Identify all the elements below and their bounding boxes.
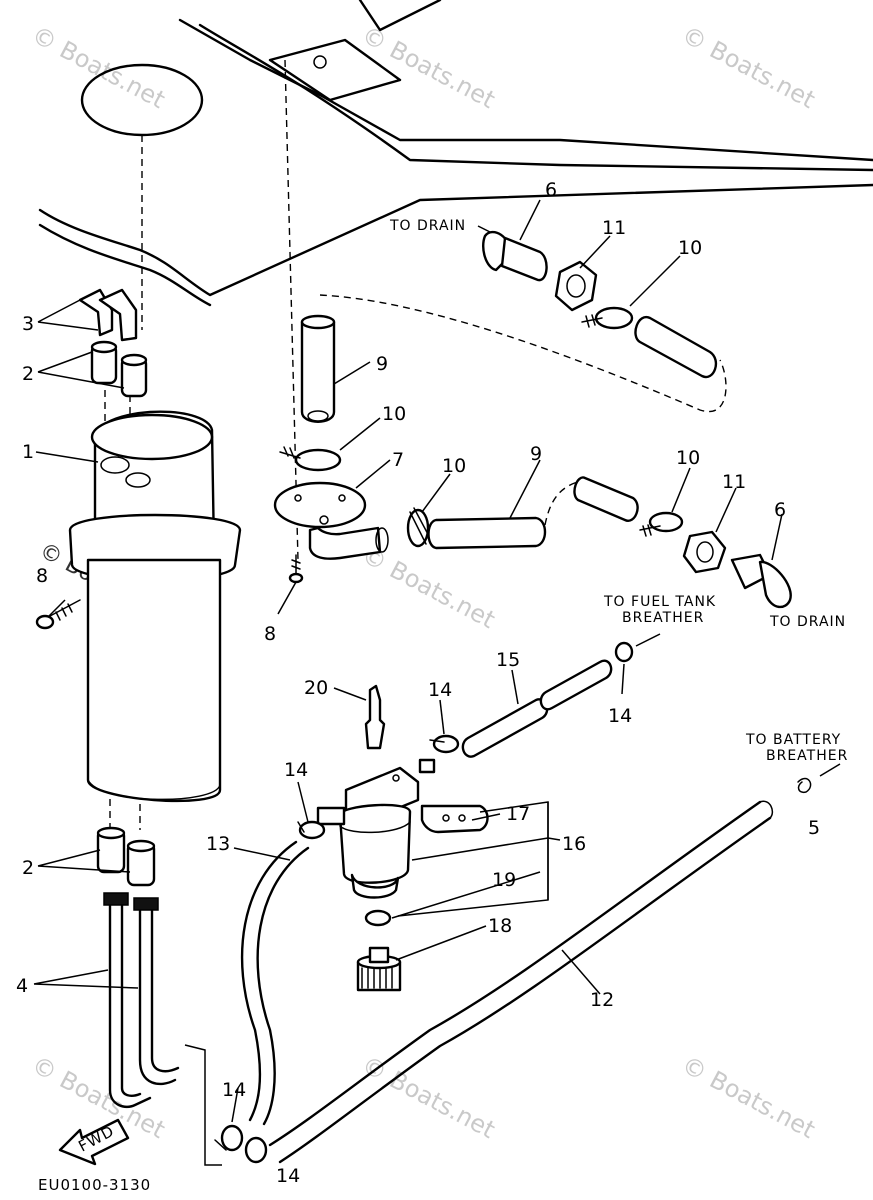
callout-20: 20 (304, 677, 328, 699)
nut-11-top (554, 260, 598, 312)
note-fuel-tank-breather-2: BREATHER (622, 610, 704, 626)
callout-13: 13 (206, 833, 230, 855)
note-fuel-tank-breather-1: TO FUEL TANK (603, 594, 716, 610)
callout-8: 8 (36, 565, 48, 587)
callout-10: 10 (382, 403, 406, 425)
fitting-6-right (730, 553, 792, 609)
note-battery-breather-2: BREATHER (766, 748, 848, 764)
watermark: © Boats.net (357, 541, 499, 634)
elbow-fitting (308, 526, 389, 560)
callout-2: 2 (22, 857, 34, 879)
tubes-4 (103, 892, 222, 1166)
elbow-hoses-3 (78, 288, 138, 342)
watermark: © Boats.net (357, 21, 499, 114)
clamp-14-b (614, 633, 661, 663)
callout-10: 10 (678, 237, 702, 259)
callout-14: 14 (608, 705, 632, 727)
clamp-14-e (244, 1136, 268, 1164)
clamp-10-d (581, 306, 634, 330)
cap-18 (356, 946, 402, 992)
callout-8: 8 (264, 623, 276, 645)
grommets-2-bottom (96, 826, 156, 887)
canister-1 (68, 410, 242, 803)
hull-deck (38, 0, 873, 307)
callout-17: 17 (506, 803, 530, 825)
callout-5: 5 (808, 817, 820, 839)
clamp-10-b (406, 507, 431, 548)
filter-assembly-16 (316, 758, 489, 899)
hose-15 (461, 659, 613, 758)
fwd-arrow: FWD (58, 1118, 130, 1166)
plate-7 (273, 481, 367, 529)
o-ring-19 (364, 909, 392, 927)
callout-14: 14 (428, 679, 452, 701)
drawing-code: EU0100-3130 (38, 1176, 151, 1194)
fitting-20 (364, 684, 386, 750)
watermark: © Boats.net (357, 1051, 499, 1144)
clamp-14-d (214, 1124, 244, 1152)
notes: TO DRAIN TO DRAIN TO FUEL TANK BREATHER … (389, 218, 848, 764)
callout-6: 6 (545, 179, 557, 201)
watermark: © Boats.net (677, 21, 819, 114)
callout-11: 11 (722, 471, 746, 493)
clamp-14-a (429, 734, 460, 754)
callout-16: 16 (562, 833, 586, 855)
screw-8-middle (288, 554, 304, 584)
watermark: © Boats.net (27, 21, 169, 114)
callout-18: 18 (488, 915, 512, 937)
hose-9-vertical (300, 314, 336, 423)
grommets-2-top (90, 340, 148, 398)
callout-9: 9 (376, 353, 388, 375)
clamp-10-a (279, 446, 342, 472)
hose-top-right (634, 315, 718, 379)
nut-11-right (682, 530, 727, 574)
leader-lines (33, 199, 783, 1123)
watermark: © Boats.net (677, 1051, 819, 1144)
callout-11: 11 (602, 217, 626, 239)
clamp-14-c (297, 820, 326, 840)
callout-14: 14 (284, 759, 308, 781)
callout-14: 14 (276, 1165, 300, 1187)
fitting-6-top (482, 230, 548, 282)
callout-10: 10 (442, 455, 466, 477)
callouts: 3 2 1 8 2 4 6 11 10 9 10 7 10 9 10 11 6 … (16, 179, 820, 1187)
hose-12 (268, 800, 774, 1164)
callout-15: 15 (496, 649, 520, 671)
callout-12: 12 (590, 989, 614, 1011)
callout-4: 4 (16, 975, 28, 997)
screw-8-left (35, 599, 81, 630)
callout-3: 3 (22, 313, 34, 335)
callout-14: 14 (222, 1079, 246, 1101)
callout-6: 6 (774, 499, 786, 521)
note-battery-breather-1: TO BATTERY (745, 732, 841, 748)
callout-2: 2 (22, 363, 34, 385)
note-to-drain-top: TO DRAIN (389, 218, 466, 234)
callout-7: 7 (392, 449, 404, 471)
hose-13 (240, 840, 310, 1126)
callout-19: 19 (492, 869, 516, 891)
clip-5 (797, 763, 841, 794)
callout-10: 10 (676, 447, 700, 469)
clamp-10-c (639, 511, 684, 537)
hose-9-horizontal (427, 516, 547, 550)
callout-1: 1 (22, 441, 34, 463)
hose-short-right (573, 476, 639, 522)
callout-9: 9 (530, 443, 542, 465)
note-to-drain-right: TO DRAIN (769, 614, 846, 630)
